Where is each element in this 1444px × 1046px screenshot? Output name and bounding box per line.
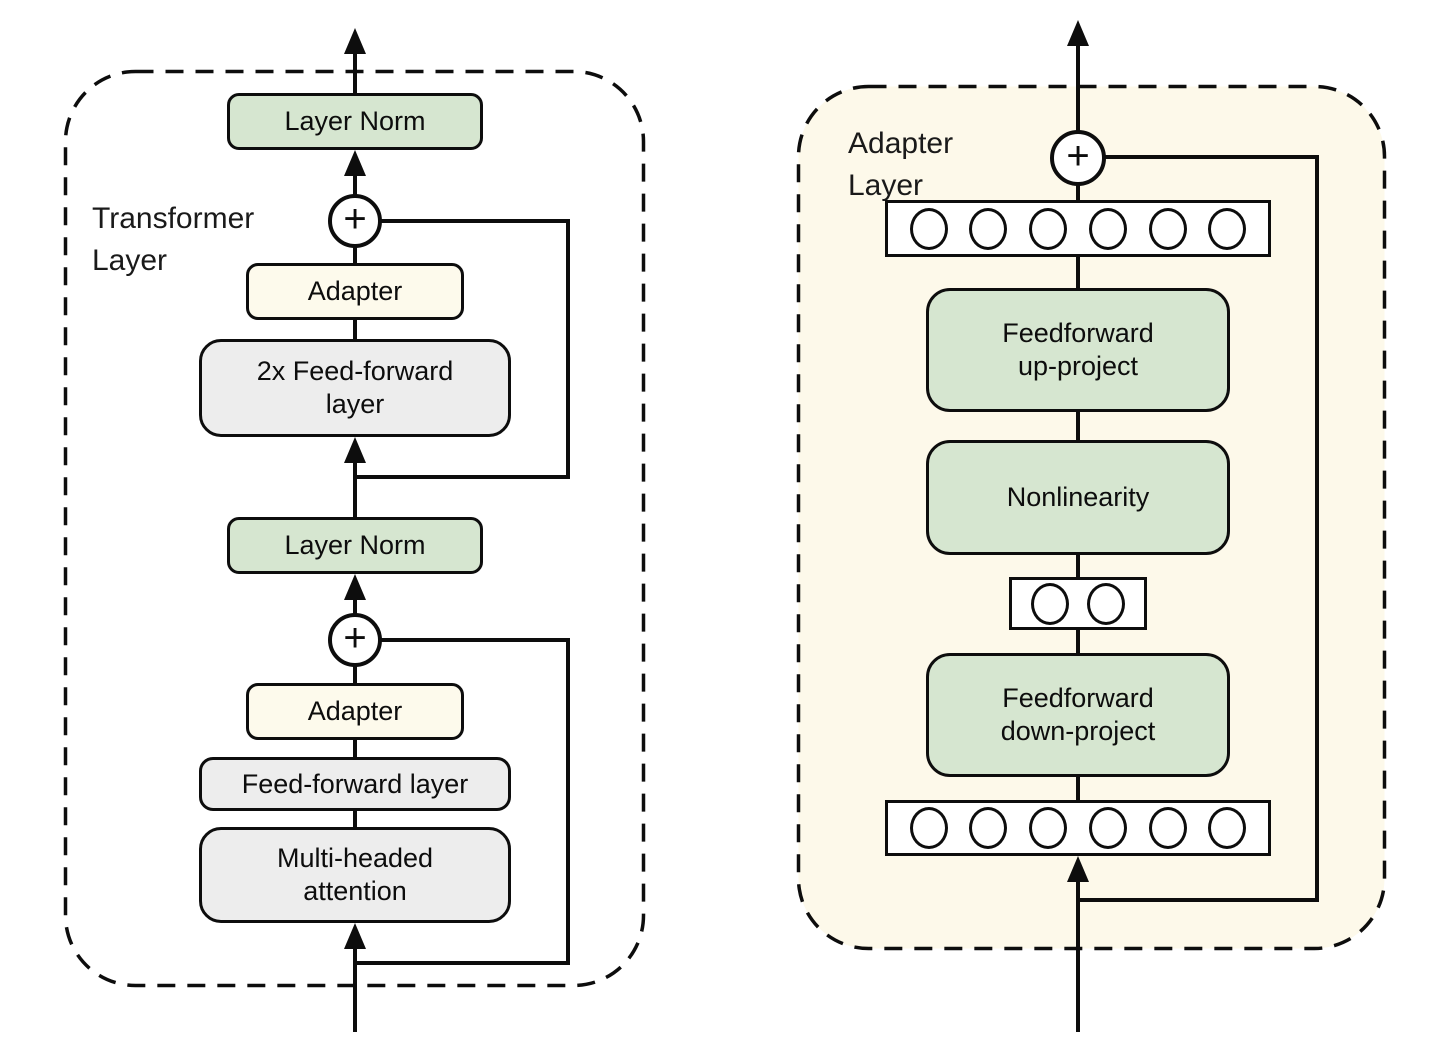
skip-connection-lower: [566, 638, 570, 965]
unit-circle: [1208, 807, 1247, 849]
connector-line: [353, 665, 357, 685]
plus-sign: +: [343, 616, 367, 660]
connector-line: [1076, 775, 1080, 802]
unit-circle: [1030, 582, 1069, 625]
feedforward-layer-box: Feed-forward layer: [199, 757, 511, 811]
connector-line: [353, 457, 357, 519]
unit-circle: [909, 207, 948, 250]
layer-norm-mid-box: Layer Norm: [227, 517, 483, 574]
arrowhead-into-layer-norm-mid: [344, 574, 366, 600]
skip-connection-lower: [353, 961, 570, 965]
output-line: [1076, 40, 1080, 131]
input-line: [353, 943, 357, 1032]
input-line: [1076, 876, 1080, 1032]
feedforward-up-project-box: Feedforward up-project: [926, 288, 1230, 412]
unit-circle: [969, 207, 1008, 250]
unit-circle: [1087, 582, 1126, 625]
connector-line: [353, 738, 357, 759]
unit-circle: [1208, 207, 1247, 250]
unit-circle: [969, 807, 1008, 849]
skip-connection-upper: [353, 475, 570, 479]
nonlinearity-box: Nonlinearity: [926, 440, 1230, 555]
connector-line: [1076, 410, 1080, 442]
unit-circle: [1148, 207, 1187, 250]
connector-line: [1076, 255, 1080, 290]
arrowhead-into-bottom-units: [1067, 856, 1089, 882]
arrowhead-into-attention: [344, 923, 366, 949]
output-arrowhead: [344, 28, 366, 54]
hidden-units-row-bottom: [885, 800, 1271, 856]
output-line: [353, 48, 357, 93]
unit-circle: [1088, 807, 1127, 849]
layer-norm-top-box: Layer Norm: [227, 93, 483, 150]
connector-line: [1076, 628, 1080, 655]
connector-line: [353, 594, 357, 615]
adapter-upper-box: Adapter: [246, 263, 464, 320]
skip-connection-upper: [566, 219, 570, 479]
unit-circle: [1029, 807, 1068, 849]
skip-connection: [1315, 155, 1319, 902]
adapter-panel-title: Adapter Layer: [848, 127, 954, 202]
skip-connection-lower: [372, 638, 568, 642]
connector-line: [1076, 553, 1080, 579]
unit-circle: [1148, 807, 1187, 849]
residual-add-node-upper: +: [328, 194, 382, 248]
feedforward-down-project-box: Feedforward down-project: [926, 653, 1230, 777]
connector-line: [353, 170, 357, 196]
plus-sign: +: [1066, 134, 1090, 178]
bottleneck-units-row: [1009, 577, 1147, 630]
arrowhead-into-feedforward-2x: [344, 437, 366, 463]
transformer-panel-title: Transformer Layer: [92, 202, 255, 277]
output-arrowhead: [1067, 20, 1089, 46]
residual-add-node: +: [1050, 130, 1106, 186]
skip-connection: [1076, 898, 1319, 902]
adapter-lower-box: Adapter: [246, 683, 464, 740]
connector-line: [353, 246, 357, 265]
skip-connection: [1102, 155, 1319, 159]
plus-sign: +: [343, 197, 367, 241]
unit-circle: [909, 807, 948, 849]
connector-line: [1076, 184, 1080, 202]
unit-circle: [1088, 207, 1127, 250]
arrowhead-into-layer-norm-top: [344, 150, 366, 176]
residual-add-node-lower: +: [328, 613, 382, 667]
feedforward-2x-box: 2x Feed-forward layer: [199, 339, 511, 437]
hidden-units-row-top: [885, 200, 1271, 257]
skip-connection-upper: [372, 219, 568, 223]
connector-line: [353, 809, 357, 829]
connector-line: [353, 318, 357, 341]
multi-headed-attention-box: Multi-headed attention: [199, 827, 511, 923]
unit-circle: [1029, 207, 1068, 250]
